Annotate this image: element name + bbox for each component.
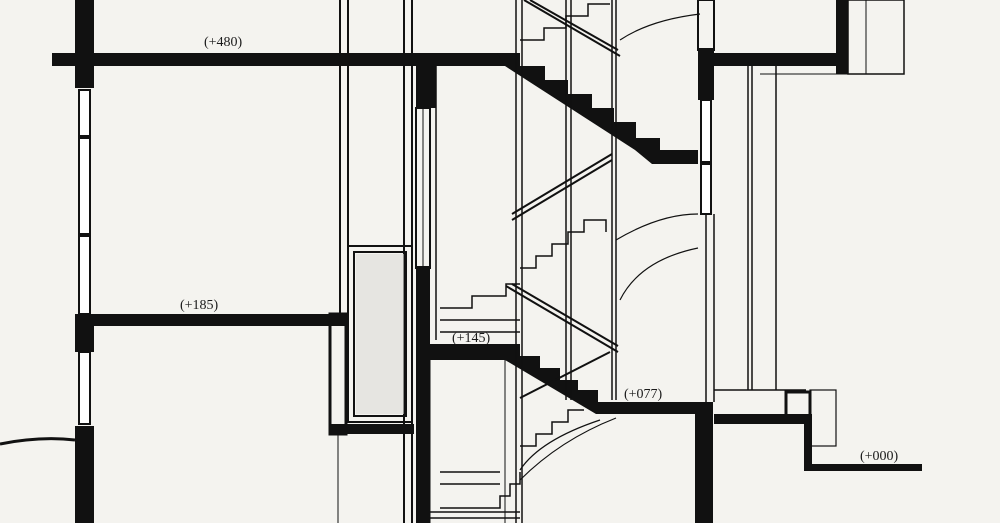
- handrails: [505, 0, 621, 399]
- level-label-plus-185: (+185): [180, 298, 219, 313]
- ground-line: [0, 437, 76, 446]
- stair-core-wall: [415, 66, 437, 523]
- stair-flight-upper: [497, 53, 698, 164]
- right-lower-slab: [714, 389, 922, 471]
- stair-flight-lower: [430, 344, 712, 414]
- level-label-plus-000: (+000): [860, 449, 899, 464]
- right-facade: [714, 66, 806, 391]
- lower-floor-lines: [337, 360, 506, 523]
- level-label-plus-145: (+145): [452, 331, 491, 346]
- floor-slab-upper: [52, 53, 507, 108]
- left-wall: [75, 0, 94, 523]
- level-label-plus-077: (+077): [624, 387, 663, 402]
- curved-stair-lines: [519, 13, 701, 481]
- right-upper-slab: [714, 0, 905, 75]
- shaft-shading: [356, 254, 404, 414]
- level-label-plus-480: (+480): [204, 35, 243, 50]
- stair-posts: [515, 0, 617, 523]
- right-inner-wall: [695, 0, 715, 523]
